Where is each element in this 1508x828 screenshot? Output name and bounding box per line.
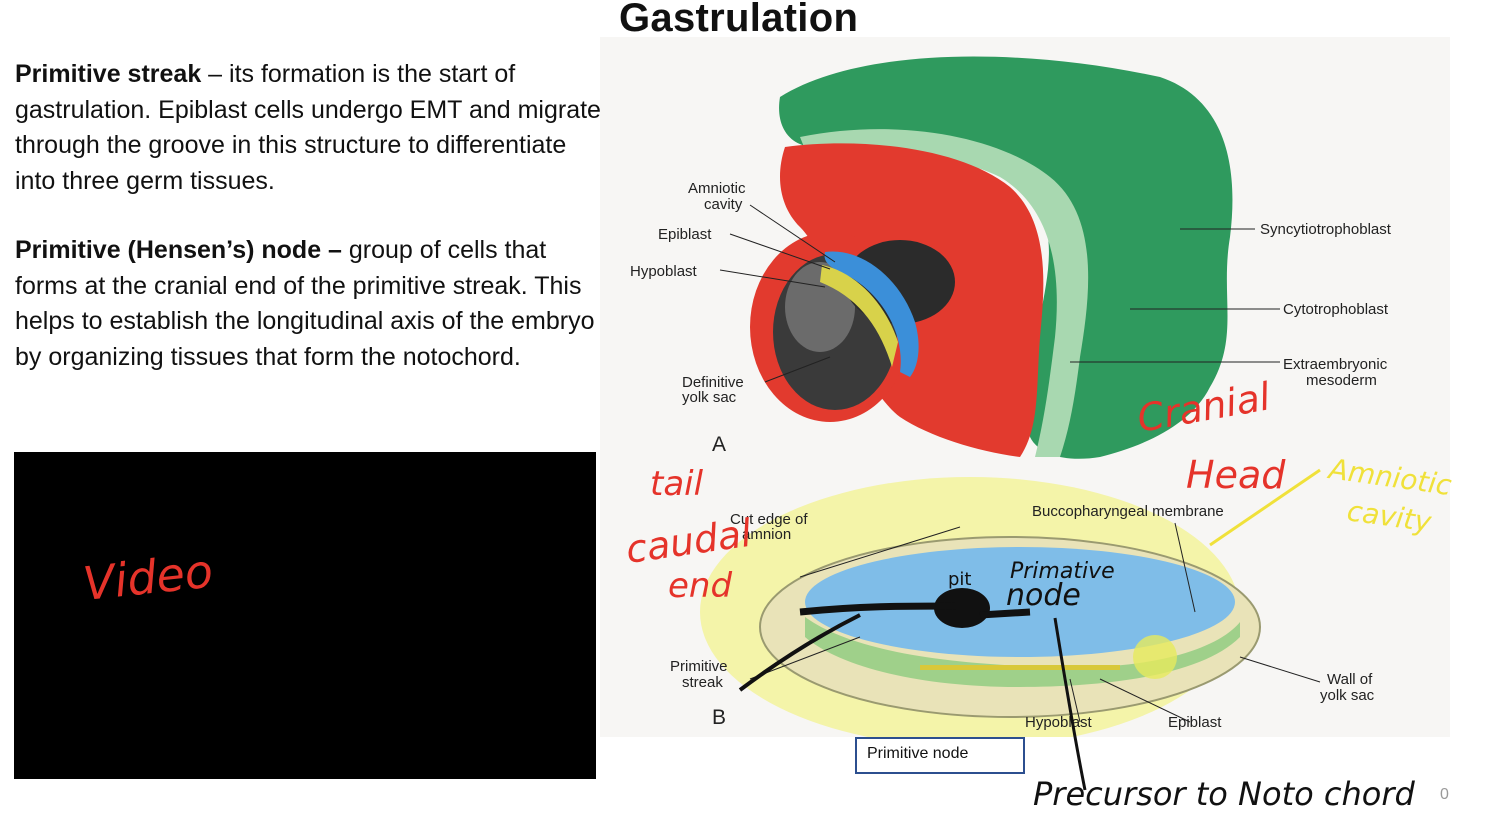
label-wall-yolk-sac-1: Wall of — [1327, 671, 1373, 688]
label-hypoblast-b: Hypoblast — [1025, 714, 1093, 731]
label-extraembryonic-2: mesoderm — [1306, 372, 1377, 389]
panel-label-b: B — [712, 706, 726, 729]
label-definitive-yolk-sac-2: yolk sac — [682, 389, 737, 406]
label-hypoblast: Hypoblast — [630, 263, 698, 280]
label-cut-edge-1: Cut edge of — [730, 511, 808, 528]
label-amniotic-cavity-1: Amniotic — [688, 180, 746, 197]
embryonic-disc-blue — [805, 547, 1235, 657]
label-primitive-streak-1: Primitive — [670, 658, 728, 675]
primitive-streak-body: – its formation is the start of gastrula… — [15, 60, 601, 195]
ink-precursor: Precursor to Noto chord — [1033, 775, 1415, 813]
label-amniotic-cavity-2: cavity — [704, 196, 743, 213]
label-definitive-yolk-sac-1: Definitive — [682, 374, 744, 391]
label-primitive-streak-2: streak — [682, 674, 723, 691]
label-epiblast-b: Epiblast — [1168, 714, 1222, 731]
panel-label-a: A — [712, 433, 726, 456]
slide-title: Gastrulation — [619, 0, 859, 40]
primitive-streak-heading: Primitive streak — [15, 60, 202, 88]
label-cytotrophoblast: Cytotrophoblast — [1283, 301, 1389, 318]
label-wall-yolk-sac-2: yolk sac — [1320, 687, 1375, 704]
bilaminar-disc — [824, 251, 919, 377]
syncytiotrophoblast-shape — [779, 56, 1233, 459]
primitive-node-heading: Primitive (Hensen’s) node – — [15, 236, 342, 264]
cytotrophoblast-band — [800, 129, 1089, 457]
page-number: 0 — [1440, 786, 1449, 803]
label-cut-edge-2: amnion — [742, 526, 791, 543]
video-placeholder[interactable] — [14, 452, 596, 779]
embryo-diagram: Amniotic cavity Epiblast Hypoblast Defin… — [630, 56, 1392, 737]
label-buccopharyngeal: Buccopharyngeal membrane — [1032, 503, 1224, 520]
primitive-node-body: group of cells that forms at the cranial… — [15, 236, 595, 371]
label-syncytiotrophoblast: Syncytiotrophoblast — [1260, 221, 1392, 238]
primitive-node-paragraph: Primitive (Hensen’s) node – group of cel… — [15, 233, 605, 375]
primitive-node-textbox[interactable]: Primitive node — [855, 737, 1025, 774]
gastrulation-figure: Amniotic cavity Epiblast Hypoblast Defin… — [600, 37, 1450, 737]
label-extraembryonic-1: Extraembryonic — [1283, 356, 1388, 373]
primitive-streak-paragraph: Primitive streak – its formation is the … — [15, 57, 605, 199]
label-epiblast: Epiblast — [658, 226, 712, 243]
embryonic-disc-green — [805, 617, 1240, 687]
